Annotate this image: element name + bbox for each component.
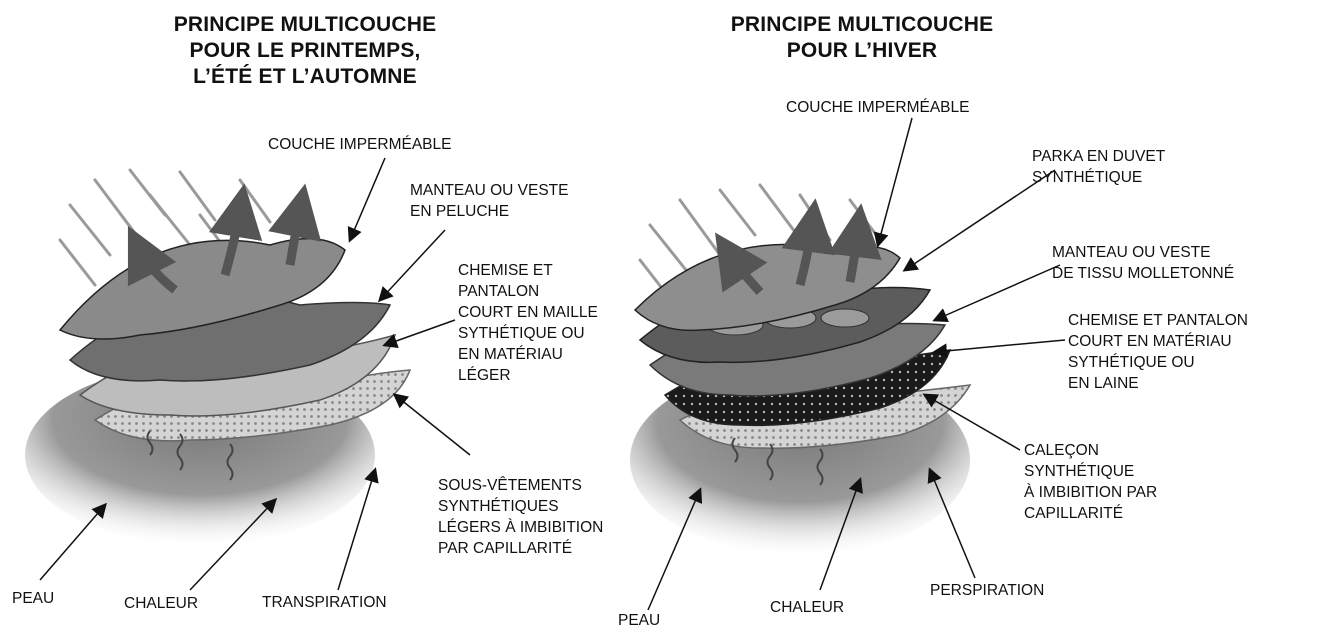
right-label-parka: PARKA EN DUVET SYNTHÉTIQUE — [1032, 146, 1165, 188]
left-label-heat: CHALEUR — [124, 593, 198, 614]
right-illustration — [630, 185, 970, 555]
left-panel-title: PRINCIPE MULTICOUCHE POUR LE PRINTEMPS, … — [140, 12, 470, 90]
right-panel-title: PRINCIPE MULTICOUCHE POUR L’HIVER — [692, 12, 1032, 64]
right-label-shirt: CHEMISE ET PANTALON COURT EN MATÉRIAU SY… — [1068, 310, 1248, 394]
left-label-underwear: SOUS-VÊTEMENTS SYNTHÉTIQUES LÉGERS À IMB… — [438, 475, 603, 559]
left-illustration — [25, 170, 410, 545]
right-label-underwear: CALEÇON SYNTHÉTIQUE À IMBIBITION PAR CAP… — [1024, 440, 1157, 524]
right-label-fleece-coat: MANTEAU OU VESTE DE TISSU MOLLETONNÉ — [1052, 242, 1234, 284]
left-label-skin: PEAU — [12, 588, 54, 609]
right-label-skin: PEAU — [618, 610, 660, 631]
left-label-sweat: TRANSPIRATION — [262, 592, 387, 613]
left-label-waterproof: COUCHE IMPERMÉABLE — [268, 134, 451, 155]
right-label-sweat: PERSPIRATION — [930, 580, 1044, 601]
left-label-shirt: CHEMISE ET PANTALON COURT EN MAILLE SYTH… — [458, 260, 598, 386]
right-label-heat: CHALEUR — [770, 597, 844, 618]
right-label-waterproof: COUCHE IMPERMÉABLE — [786, 97, 969, 118]
left-label-fleece-coat: MANTEAU OU VESTE EN PELUCHE — [410, 180, 568, 222]
